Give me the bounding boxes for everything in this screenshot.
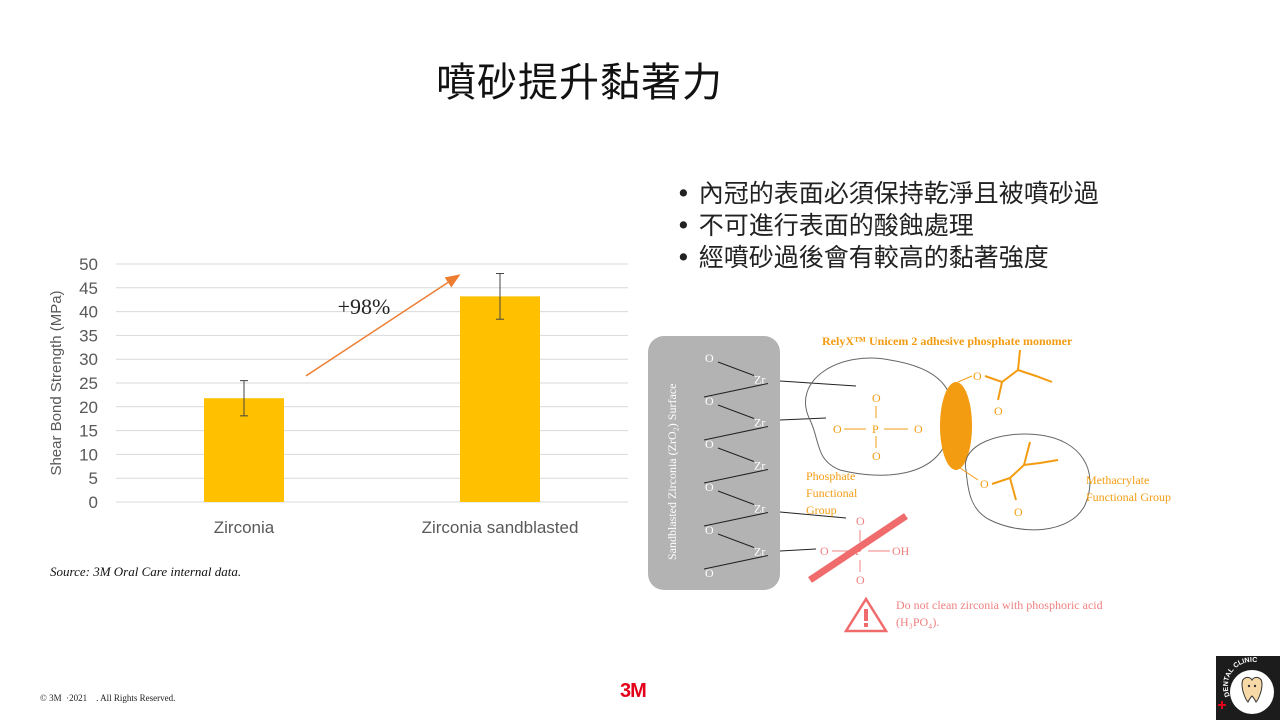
surface-bond xyxy=(703,555,769,570)
slide-title: 噴砂提升黏著力 xyxy=(436,60,723,106)
warning-text: Do not clean zirconia with phosphoric ac… xyxy=(896,598,1103,629)
surface-bond xyxy=(717,490,755,505)
phosphate-structure: O O P O O xyxy=(833,391,923,463)
surface-bond xyxy=(703,383,769,398)
monomer-title: RelyX™ Unicem 2 adhesive phosphate monom… xyxy=(822,334,1073,348)
surface-bond xyxy=(717,533,755,548)
atom-p: P xyxy=(872,422,879,436)
phosphate-label-box: Phosphate Functional Group xyxy=(806,469,858,517)
zirconia-surface-block xyxy=(648,336,780,590)
y-tick-label: 25 xyxy=(79,374,98,393)
surface-bond xyxy=(703,512,769,527)
prohibited-strike-line xyxy=(808,513,908,583)
methacrylate-structure-top: O O xyxy=(957,349,1053,418)
surface-atom: Zr xyxy=(754,502,765,516)
surface-atom: Zr xyxy=(754,373,765,387)
atom-o: O xyxy=(914,422,923,436)
surface-atom: Zr xyxy=(754,416,765,430)
atom-o: O xyxy=(872,449,881,463)
y-tick-label: 15 xyxy=(79,422,98,441)
dental-clinic-logo: DENTAL CLINIC xyxy=(1216,656,1280,720)
atom-o: O xyxy=(820,544,829,558)
surface-atom: O xyxy=(705,523,714,537)
y-tick-label: 5 xyxy=(89,469,98,488)
y-tick-label: 10 xyxy=(79,445,98,464)
y-tick-label: 35 xyxy=(79,326,98,345)
bullet-item: 不可進行表面的酸蝕處理 xyxy=(676,210,1099,242)
surface-label: Sandblasted Zirconia (ZrO₂) Surface xyxy=(665,384,679,560)
methacrylate-label-box: Methacrylate Functional Group xyxy=(1086,473,1171,504)
bullet-list: 內冠的表面必須保持乾淨且被噴砂過 不可進行表面的酸蝕處理 經噴砂過後會有較高的黏… xyxy=(676,178,1099,274)
methacrylate-chain xyxy=(984,368,1053,384)
surface-atom: O xyxy=(705,394,714,408)
atom-o: O xyxy=(833,422,842,436)
copyright-footer: © 3M ·2021 . All Rights Reserved. xyxy=(40,693,176,703)
growth-arrow xyxy=(305,274,461,377)
zirconia-bonding-diagram: Sandblasted Zirconia (ZrO₂) Surface OZrO… xyxy=(648,334,1171,633)
bond-line xyxy=(779,548,817,552)
surface-bond xyxy=(717,404,755,419)
methacrylate-group-outline xyxy=(964,433,1091,531)
atom-o: O xyxy=(856,514,865,528)
warning-text-box: Do not clean zirconia with phosphoric ac… xyxy=(896,598,1103,629)
x-tick-label: Zirconia xyxy=(214,518,275,537)
bar xyxy=(460,296,540,502)
bond-line xyxy=(997,381,1003,401)
surface-atom: O xyxy=(705,351,714,365)
surface-atom: O xyxy=(705,480,714,494)
bond-line xyxy=(959,467,979,481)
brand-logo: 3M xyxy=(620,680,647,702)
surface-atom: O xyxy=(705,566,714,580)
atom-o: O xyxy=(872,391,881,405)
y-tick-label: 0 xyxy=(89,493,98,512)
surface-atom: Zr xyxy=(754,545,765,559)
atom-o: O xyxy=(980,477,989,491)
surface-bond xyxy=(703,469,769,484)
atom-o: O xyxy=(856,573,865,587)
y-tick-label: 45 xyxy=(79,279,98,298)
bond-line xyxy=(779,380,857,387)
y-tick-label: 30 xyxy=(79,350,98,369)
atom-o: O xyxy=(1014,505,1023,519)
methacrylate-structure-bottom: O O xyxy=(959,441,1059,519)
bond-line xyxy=(1023,441,1031,466)
surface-atom: O xyxy=(705,437,714,451)
tooth-icon: DENTAL CLINIC xyxy=(1218,657,1274,714)
y-tick-label: 20 xyxy=(79,398,98,417)
warning-icon xyxy=(843,596,889,633)
y-axis-label: Shear Bond Strength (MPa) xyxy=(48,290,65,475)
methacrylate-label: Methacrylate Functional Group xyxy=(1086,473,1171,504)
atom-o: O xyxy=(994,404,1003,418)
surface-bond xyxy=(717,447,755,462)
surface-atom: Zr xyxy=(754,459,765,473)
y-tick-label: 40 xyxy=(79,303,98,322)
surface-bond xyxy=(717,361,755,376)
atom-o: O xyxy=(973,369,982,383)
bond-line xyxy=(1017,349,1021,371)
source-note: Source: 3M Oral Care internal data. xyxy=(50,564,242,579)
bond-line xyxy=(779,511,847,519)
x-tick-label: Zirconia sandblasted xyxy=(422,518,579,537)
surface-bond xyxy=(703,426,769,441)
bullet-item: 內冠的表面必須保持乾淨且被噴砂過 xyxy=(676,178,1099,210)
bond-line xyxy=(779,417,827,421)
bullet-item: 經噴砂過後會有較高的黏著強度 xyxy=(676,242,1099,274)
growth-annotation: +98% xyxy=(338,294,391,319)
bond-line xyxy=(1009,477,1017,501)
y-tick-label: 50 xyxy=(79,255,98,274)
linker-ellipse xyxy=(940,382,972,470)
atom-oh: OH xyxy=(892,544,910,558)
bond-line xyxy=(957,375,973,383)
phosphate-label: Phosphate Functional Group xyxy=(806,469,858,517)
